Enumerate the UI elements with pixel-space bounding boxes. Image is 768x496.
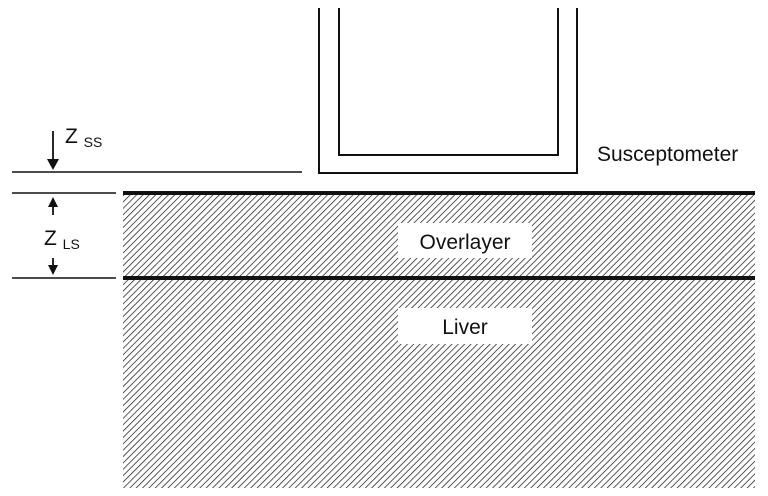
- overlayer-label-box: [398, 223, 532, 258]
- z-ls-label: Z LS: [44, 227, 80, 252]
- z-ls-label-sub: LS: [63, 236, 80, 252]
- susceptometer-inner-wall: [338, 8, 559, 156]
- z-ss-label: Z SS: [65, 125, 102, 150]
- z-ss-label-sub: SS: [84, 134, 103, 150]
- liver-label: Liver: [442, 316, 488, 339]
- susceptometer-label: Susceptometer: [597, 143, 738, 166]
- z-ss-arrow-head: [47, 159, 59, 170]
- susceptometer-outer-wall: [318, 8, 578, 174]
- overlayer-label: Overlayer: [419, 231, 510, 254]
- z-ls-arrow-head-up: [48, 197, 58, 207]
- liver-label-box: [398, 308, 532, 344]
- z-ls-arrow-head-down: [48, 265, 58, 275]
- z-ss-label-main: Z: [65, 125, 78, 148]
- z-ls-label-main: Z: [44, 227, 57, 250]
